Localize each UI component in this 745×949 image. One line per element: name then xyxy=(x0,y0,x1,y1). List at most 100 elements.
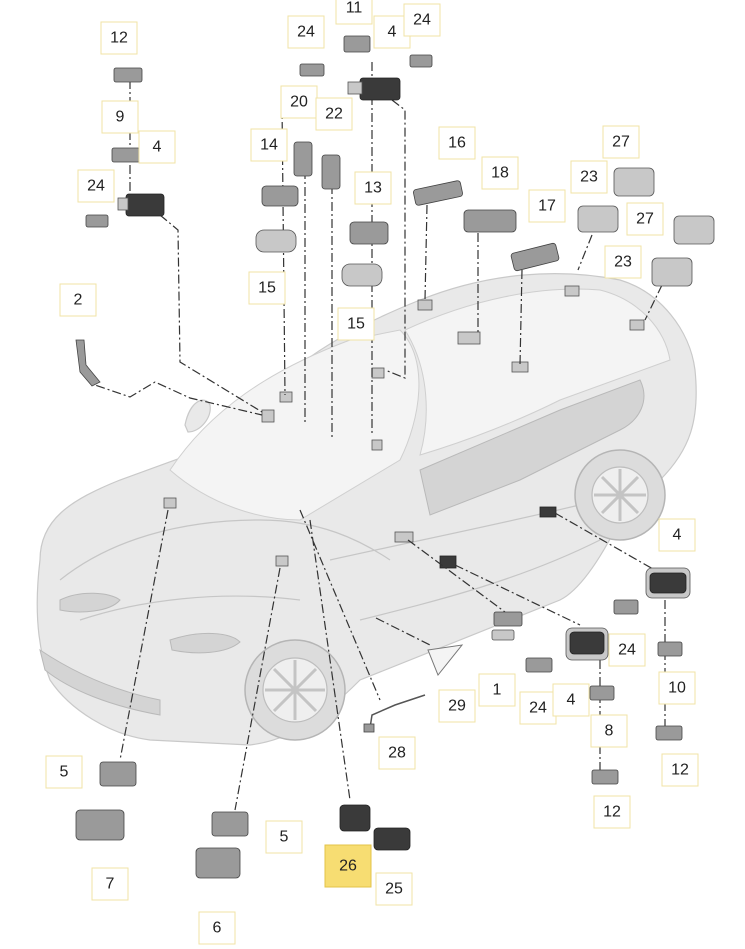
callout-number: 24 xyxy=(529,700,547,717)
callout-number: 2 xyxy=(74,292,83,309)
callout-17-c17: 17 xyxy=(528,189,566,223)
callout-28-c28: 28 xyxy=(378,736,416,770)
callout-number: 12 xyxy=(671,762,689,779)
part-24-top-right xyxy=(409,54,433,68)
callout-13-c13: 13 xyxy=(354,171,392,205)
callout-number: 23 xyxy=(580,169,598,186)
part-22 xyxy=(321,154,341,190)
part-1 xyxy=(491,611,523,641)
callout-number: 4 xyxy=(153,139,162,156)
part-24-center xyxy=(525,657,553,673)
callout-number: 14 xyxy=(260,137,278,154)
part-23-right xyxy=(651,257,693,287)
callout-11-c11: 11 xyxy=(335,0,373,25)
callout-number: 24 xyxy=(297,24,315,41)
part-15-left xyxy=(255,229,297,253)
callout-18-c18: 18 xyxy=(481,156,519,190)
part-4-top-left xyxy=(117,193,165,217)
callout-number: 10 xyxy=(668,680,686,697)
part-2 xyxy=(75,339,101,387)
part-24-mid-right xyxy=(613,599,639,615)
part-12-right xyxy=(655,725,683,741)
callout-5-c5b: 5 xyxy=(265,820,303,854)
part-7 xyxy=(75,809,125,841)
part-5-left xyxy=(99,761,137,787)
callout-number: 4 xyxy=(673,527,682,544)
part-29 xyxy=(427,644,464,676)
callout-12-c12a: 12 xyxy=(100,21,138,55)
callout-15-c15a: 15 xyxy=(248,271,286,305)
part-4-top-center xyxy=(347,77,401,101)
callout-number: 24 xyxy=(618,642,636,659)
part-4-right xyxy=(645,567,691,599)
callout-number: 4 xyxy=(567,692,576,709)
callout-number: 1 xyxy=(493,682,502,699)
callout-5-c5a: 5 xyxy=(45,755,83,789)
callout-12-c12b: 12 xyxy=(661,753,699,787)
part-14 xyxy=(261,185,299,207)
callout-1-c1: 1 xyxy=(478,673,516,707)
callout-10-c10: 10 xyxy=(658,671,696,705)
callout-24-c24a: 24 xyxy=(287,15,325,49)
callout-number: 15 xyxy=(347,316,365,333)
callout-23-c23a: 23 xyxy=(570,160,608,194)
part-9 xyxy=(111,147,141,163)
callout-14-c14: 14 xyxy=(250,128,288,162)
callout-24-c24d: 24 xyxy=(608,633,646,667)
part-28 xyxy=(363,694,426,733)
part-24-top-center xyxy=(299,63,325,77)
callout-number: 4 xyxy=(388,24,397,41)
callout-number: 24 xyxy=(413,12,431,29)
part-16 xyxy=(413,180,463,206)
callout-29-c29: 29 xyxy=(438,689,476,723)
callout-number: 24 xyxy=(87,178,105,195)
callout-15-c15b: 15 xyxy=(337,307,375,341)
callout-4-c4c: 4 xyxy=(658,518,696,552)
part-17 xyxy=(510,242,560,272)
callout-number: 22 xyxy=(325,106,343,123)
part-27-right xyxy=(673,215,715,245)
part-26 xyxy=(339,804,371,832)
parts xyxy=(75,35,715,879)
callout-12-c12c: 12 xyxy=(593,795,631,829)
part-12-bottom-right xyxy=(591,769,619,785)
callout-number: 20 xyxy=(290,94,308,111)
callout-9-c9: 9 xyxy=(101,100,139,134)
callout-number: 27 xyxy=(612,134,630,151)
callout-4-c4d: 4 xyxy=(552,683,590,717)
part-27-top xyxy=(613,167,655,197)
callout-number: 5 xyxy=(60,764,69,781)
part-4-center-right xyxy=(565,627,609,661)
callout-number: 18 xyxy=(491,165,509,182)
callout-number: 12 xyxy=(110,30,128,47)
callout-number: 7 xyxy=(106,876,115,893)
part-24-left xyxy=(85,214,109,228)
callout-4-c4b: 4 xyxy=(138,130,176,164)
callout-number: 12 xyxy=(603,804,621,821)
callout-22-c22: 22 xyxy=(315,97,353,131)
callout-number: 26 xyxy=(339,858,357,875)
callout-7-c7: 7 xyxy=(91,867,129,901)
part-8 xyxy=(589,685,615,701)
callout-24-c24b: 24 xyxy=(403,3,441,37)
callout-number: 16 xyxy=(448,135,466,152)
callout-24-c24c: 24 xyxy=(77,169,115,203)
callout-25-c25: 25 xyxy=(375,872,413,906)
callout-20-c20: 20 xyxy=(280,85,318,119)
callout-number: 9 xyxy=(116,109,125,126)
part-12-top-left xyxy=(113,67,143,83)
callout-27-c27a: 27 xyxy=(602,125,640,159)
part-20 xyxy=(293,141,313,177)
callout-27-c27b: 27 xyxy=(626,202,664,236)
part-15-right xyxy=(341,263,383,287)
callout-number: 17 xyxy=(538,198,556,215)
callout-number: 29 xyxy=(448,698,466,715)
part-23-top xyxy=(577,205,619,233)
callout-number: 28 xyxy=(388,745,406,762)
callout-24-c24e: 24 xyxy=(519,691,557,725)
part-11 xyxy=(343,35,371,53)
callout-16-c16: 16 xyxy=(438,126,476,160)
callout-8-c8: 8 xyxy=(590,714,628,748)
